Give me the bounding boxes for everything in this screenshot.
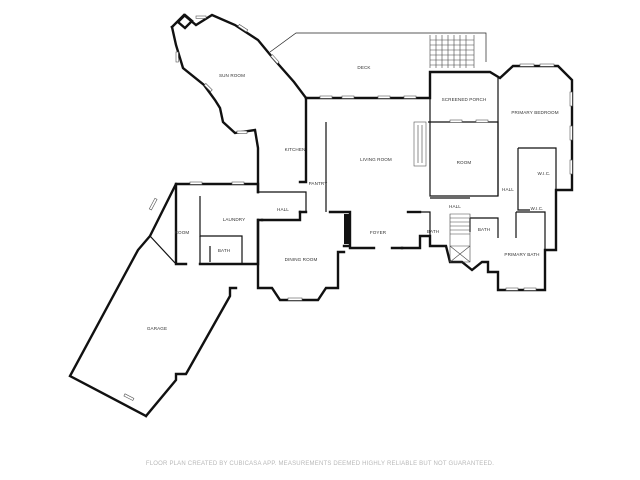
label-kitchen: KITCHEN xyxy=(285,147,306,152)
label-hall-west: HALL xyxy=(277,207,289,212)
label-foyer: FOYER xyxy=(370,230,387,235)
footer-disclaimer: FLOOR PLAN CREATED BY CUBICASA APP. MEAS… xyxy=(146,461,494,467)
label-laundry: LAUNDRY xyxy=(223,217,246,222)
sun-room-walls xyxy=(170,13,308,194)
label-wic-lower: W.I.C. xyxy=(530,206,543,211)
room-labels: SUN ROOM DECK SCREENED PORCH PRIMARY BED… xyxy=(147,65,559,331)
label-hall-upper: HALL xyxy=(449,204,461,209)
label-pantry: PANTRY xyxy=(309,181,328,186)
label-deck: DECK xyxy=(357,65,371,70)
west-wing-walls xyxy=(68,181,346,418)
label-screened-porch: SCREENED PORCH xyxy=(442,97,487,102)
label-living-room: LIVING ROOM xyxy=(360,157,392,162)
label-bath-center: BATH xyxy=(427,229,439,234)
label-primary-bath: PRIMARY BATH xyxy=(504,252,539,257)
label-bath-west: BATH xyxy=(218,248,230,253)
label-primary-bedroom: PRIMARY BEDROOM xyxy=(511,110,558,115)
label-wic-upper: W.I.C. xyxy=(537,171,550,176)
label-bath-east: BATH xyxy=(478,227,490,232)
label-garage: GARAGE xyxy=(147,326,167,331)
label-hall-east: HALL xyxy=(502,187,514,192)
label-dining-room: DINING ROOM xyxy=(285,257,318,262)
label-room-east: ROOM xyxy=(457,160,472,165)
label-sun-room: SUN ROOM xyxy=(219,73,245,78)
deck-outline xyxy=(269,32,487,68)
center-walls xyxy=(258,122,404,250)
label-room-west: ROOM xyxy=(175,230,190,235)
stairs xyxy=(449,213,471,263)
